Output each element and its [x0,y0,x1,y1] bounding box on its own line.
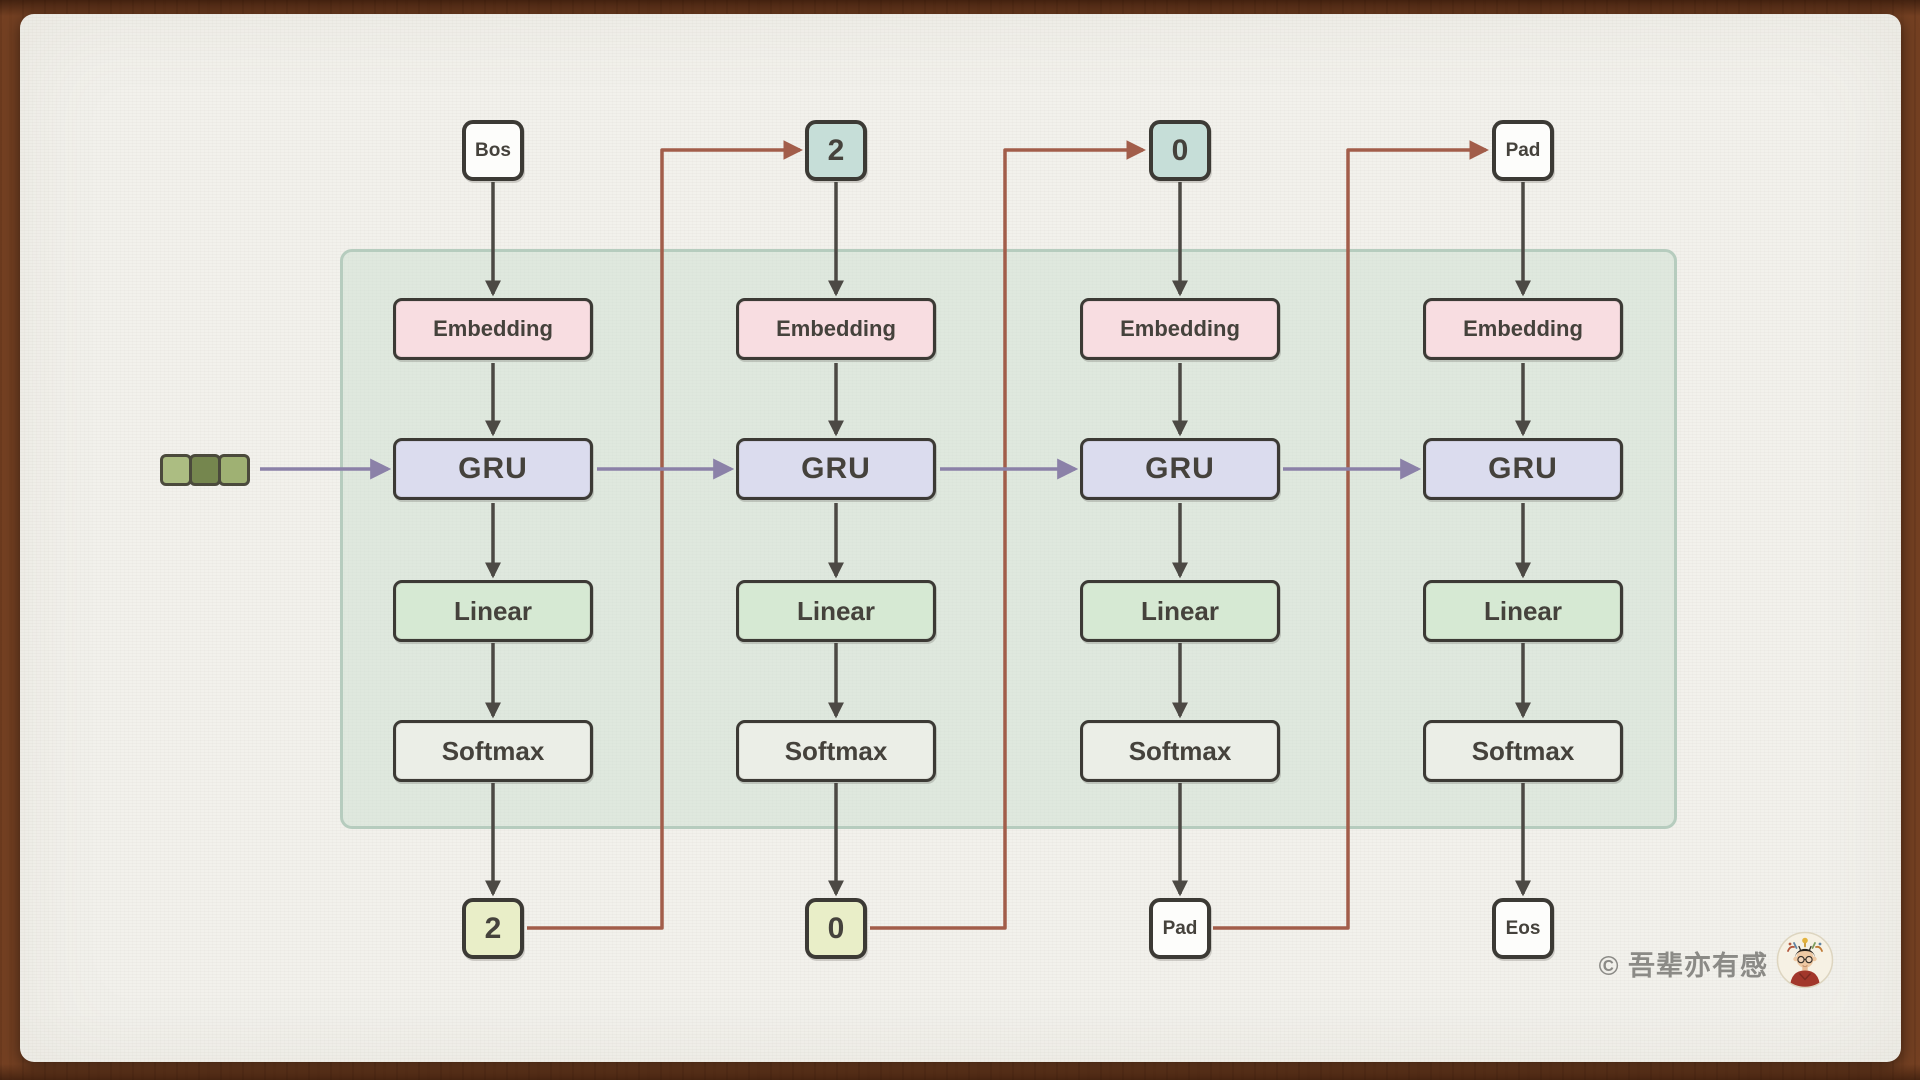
context-square [189,454,221,486]
embedding-block: Embedding [736,298,936,360]
softmax-block: Softmax [736,720,936,782]
slide-paper [20,14,1901,1062]
context-square [218,454,250,486]
softmax-block: Softmax [393,720,593,782]
feedback-arrow [1213,140,1489,930]
context-square [160,454,192,486]
feedback-arrow [527,140,803,930]
embedding-block: Embedding [1423,298,1623,360]
input-token-box: Pad [1492,120,1554,181]
timestep-column-1: Bos Embedding GRU Linear Softmax 2 [393,0,593,1080]
output-token-box: 0 [805,898,867,959]
input-token-box: Bos [462,120,524,181]
gru-block: GRU [1423,438,1623,500]
gru-block: GRU [736,438,936,500]
embedding-block: Embedding [1080,298,1280,360]
flow-arrows-group [484,182,1532,897]
softmax-block: Softmax [1423,720,1623,782]
output-token-box: 2 [462,898,524,959]
linear-block: Linear [736,580,936,642]
gru-block: GRU [393,438,593,500]
embedding-block: Embedding [393,298,593,360]
feedback-arrow [870,140,1146,930]
input-token-box: 2 [805,120,867,181]
linear-block: Linear [393,580,593,642]
context-vector-squares [160,454,250,486]
timestep-column-3: 0 Embedding GRU Linear Softmax Pad [1080,0,1280,1080]
linear-block: Linear [1423,580,1623,642]
feedback-arrows-group [527,140,1489,930]
linear-block: Linear [1080,580,1280,642]
softmax-block: Softmax [1080,720,1280,782]
output-token-box: Pad [1149,898,1211,959]
timestep-column-4: Pad Embedding GRU Linear Softmax Eos [1423,0,1623,1080]
output-token-box: Eos [1492,898,1554,959]
input-token-box: 0 [1149,120,1211,181]
author-avatar-icon [1776,931,1834,989]
watermark-text: © 吾辈亦有感 [1598,951,1768,981]
gru-block: GRU [1080,438,1280,500]
timestep-column-2: 2 Embedding GRU Linear Softmax 0 [736,0,936,1080]
